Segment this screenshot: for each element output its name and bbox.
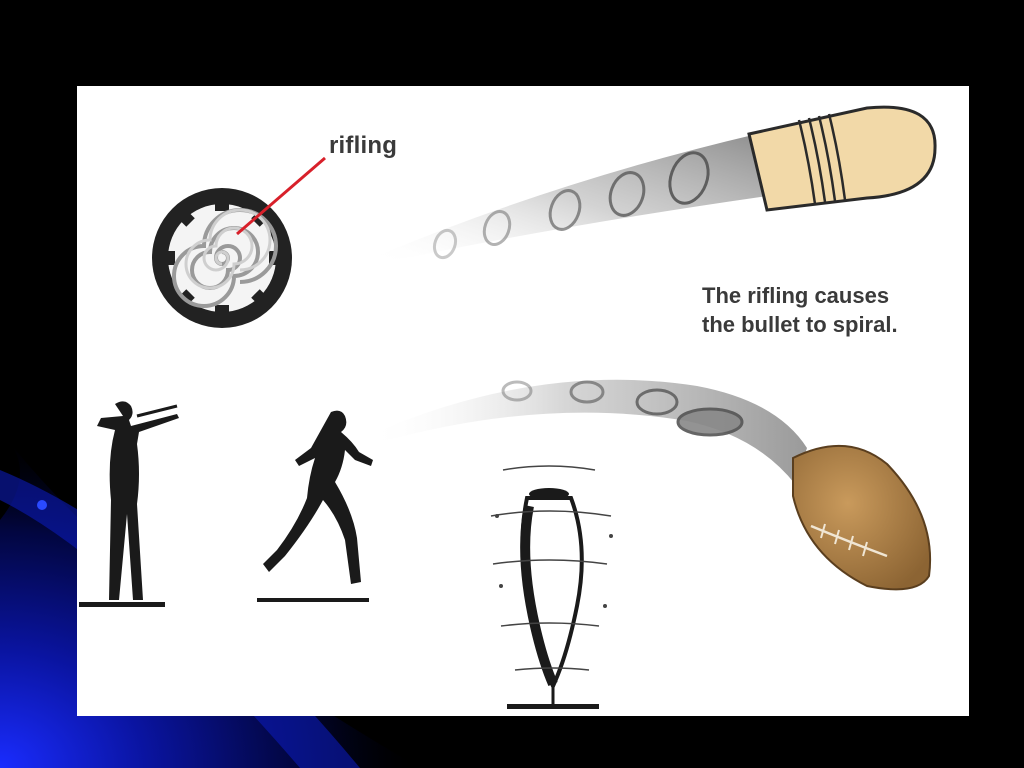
bullet-icon xyxy=(747,105,937,212)
illustration-panel: rifling The rifling causes the bullet to… xyxy=(77,86,969,716)
football-icon xyxy=(792,444,932,591)
football-trail xyxy=(367,379,807,484)
caption-line-2: the bullet to spiral. xyxy=(702,312,898,337)
rifleman-icon xyxy=(79,401,179,607)
spinning-top-icon xyxy=(490,465,613,709)
rifling-diagram xyxy=(79,105,937,709)
barrel-icon xyxy=(152,156,326,328)
bullet-trail xyxy=(377,134,767,264)
rifling-pointer-line xyxy=(236,156,326,236)
blue-dot xyxy=(37,500,47,510)
rifling-label: rifling xyxy=(329,132,398,159)
caption: The rifling causes the bullet to spiral. xyxy=(702,281,952,339)
thrower-icon xyxy=(257,410,373,602)
caption-line-1: The rifling causes xyxy=(702,283,890,308)
